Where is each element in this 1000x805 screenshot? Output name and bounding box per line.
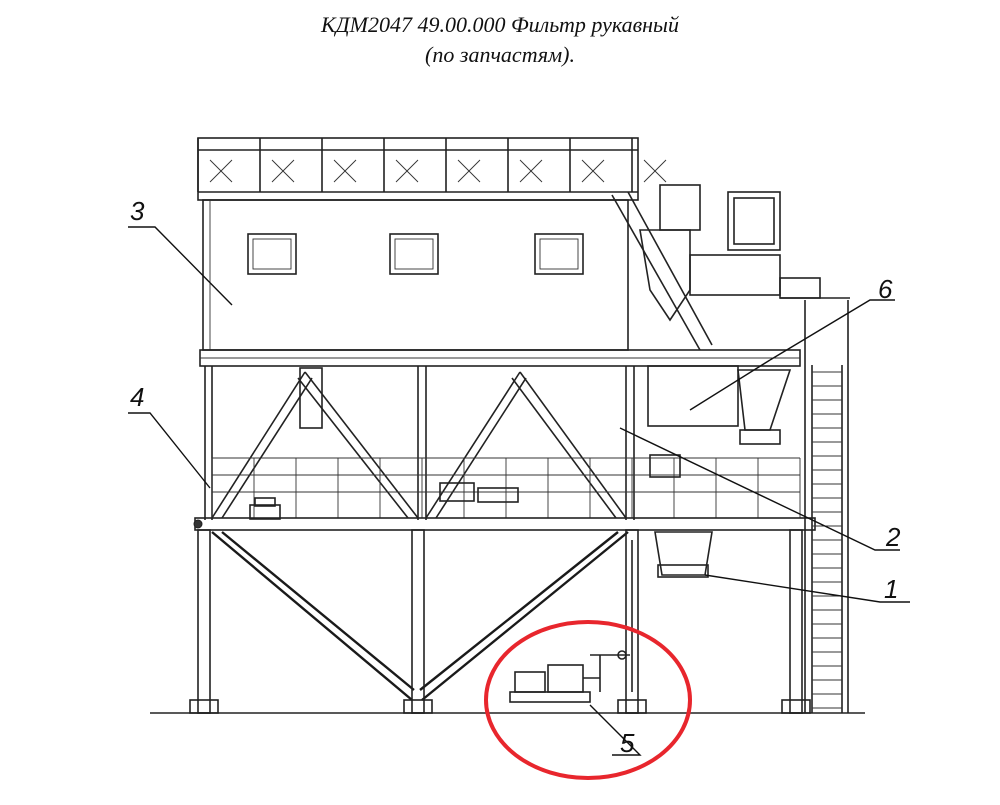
drawing-title: КДМ2047 49.00.000 Фильтр рукавный (по за…: [0, 10, 1000, 70]
callout-2: 2: [885, 522, 901, 552]
callout-5: 5: [620, 728, 635, 758]
upper-truss: [204, 366, 635, 520]
support-columns: [189, 529, 811, 714]
title-line-2: (по запчастям).: [425, 42, 575, 67]
filter-housing: [202, 199, 629, 351]
callout-1: 1: [884, 574, 898, 604]
pump-unit: [509, 540, 633, 703]
lower-beam: [193, 517, 816, 531]
service-railing: [211, 457, 801, 518]
main-beam: [199, 349, 801, 367]
highlight-ellipse: [484, 620, 692, 780]
top-platform: [197, 137, 667, 201]
inclined-conveyor: [611, 184, 781, 351]
title-line-1: КДМ2047 49.00.000 Фильтр рукавный: [321, 12, 679, 37]
callout-6: 6: [878, 274, 893, 304]
staircase: [779, 277, 850, 713]
callout-leaders: [128, 226, 910, 756]
callout-4: 4: [130, 382, 144, 412]
callout-labels: 3 4 6 2 1 5: [130, 196, 901, 758]
drives: [249, 429, 781, 520]
discharge-unit: [647, 365, 792, 578]
hopper: [211, 531, 629, 701]
callout-3: 3: [130, 196, 145, 226]
